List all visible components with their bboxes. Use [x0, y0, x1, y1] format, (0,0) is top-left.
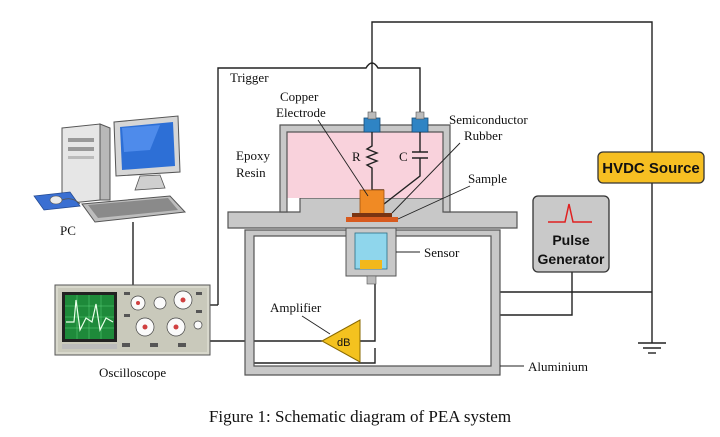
hvdc-source: HVDC Source: [597, 151, 705, 184]
ground-icon: [638, 342, 666, 354]
semiconductor-label-1: Semiconductor: [449, 112, 528, 127]
amplifier-symbol: dB: [337, 337, 350, 349]
epoxy-resin: [286, 132, 445, 198]
sensor-assembly: [345, 227, 397, 285]
sensor-connector: [366, 275, 377, 285]
amplifier: dB: [320, 319, 361, 363]
copper-electrode-label-1: Copper: [280, 89, 319, 104]
pulse-generator-wire: [500, 272, 573, 316]
sample-leader: [397, 185, 471, 220]
pulse-label-2: Generator: [538, 251, 605, 267]
oscilloscope-label: Oscilloscope: [99, 365, 166, 380]
amplifier-ground-wire: [245, 348, 376, 364]
amplifier-input-wire: [360, 283, 376, 342]
labels: Trigger Copper Electrode Semiconductor R…: [60, 70, 588, 380]
resistor-label: R: [352, 149, 361, 164]
epoxy-housing: [279, 111, 451, 213]
sample-layer: [346, 217, 398, 222]
connector-c-cap: [415, 111, 425, 120]
epoxy-label-2: Resin: [236, 165, 266, 180]
pc-label: PC: [60, 223, 76, 238]
sample-label: Sample: [468, 171, 507, 186]
amplifier-leader: [301, 315, 331, 335]
connector-r-cap: [367, 111, 377, 120]
resistor-symbol: [365, 132, 384, 191]
oscilloscope-icon: [54, 284, 211, 356]
capacitor-symbol: [383, 132, 428, 205]
sensor-base: [360, 260, 382, 269]
aluminium-label: Aluminium: [528, 359, 588, 374]
wiring: [132, 21, 653, 364]
aluminium-chassis: [227, 197, 518, 376]
capacitor-label: C: [399, 149, 408, 164]
pulse-generator: Pulse Generator: [532, 195, 610, 273]
figure-caption: Figure 1: Schematic diagram of PEA syste…: [209, 407, 511, 426]
amplifier-triangle: [320, 319, 361, 363]
copper-electrode: [359, 189, 385, 215]
hvdc-box: [597, 151, 705, 184]
hvdc-top-wire: [371, 21, 653, 152]
copper-electrode-leader: [317, 119, 369, 197]
sensor-label: Sensor: [424, 245, 460, 260]
trigger-label: Trigger: [230, 70, 269, 85]
housing-frame: [279, 124, 451, 213]
connector-c: [411, 117, 429, 133]
desktop-computer-icon: [33, 115, 187, 223]
connector-r: [363, 117, 381, 133]
pulse-label-1: Pulse: [552, 232, 590, 248]
semiconductor-leader: [391, 142, 461, 214]
trigger-wire: [217, 62, 421, 305]
pulse-box: [532, 195, 610, 273]
pulse-waveform-icon: [548, 203, 592, 223]
copper-electrode-label-2: Electrode: [276, 105, 326, 120]
semiconductor-rubber: [352, 213, 392, 217]
electrode-stack: [346, 189, 398, 222]
semiconductor-label-2: Rubber: [464, 128, 503, 143]
aluminium-frame: [244, 229, 501, 376]
amplifier-label: Amplifier: [270, 300, 322, 315]
epoxy-label-1: Epoxy: [236, 148, 270, 163]
hvdc-label: HVDC Source: [602, 160, 700, 177]
